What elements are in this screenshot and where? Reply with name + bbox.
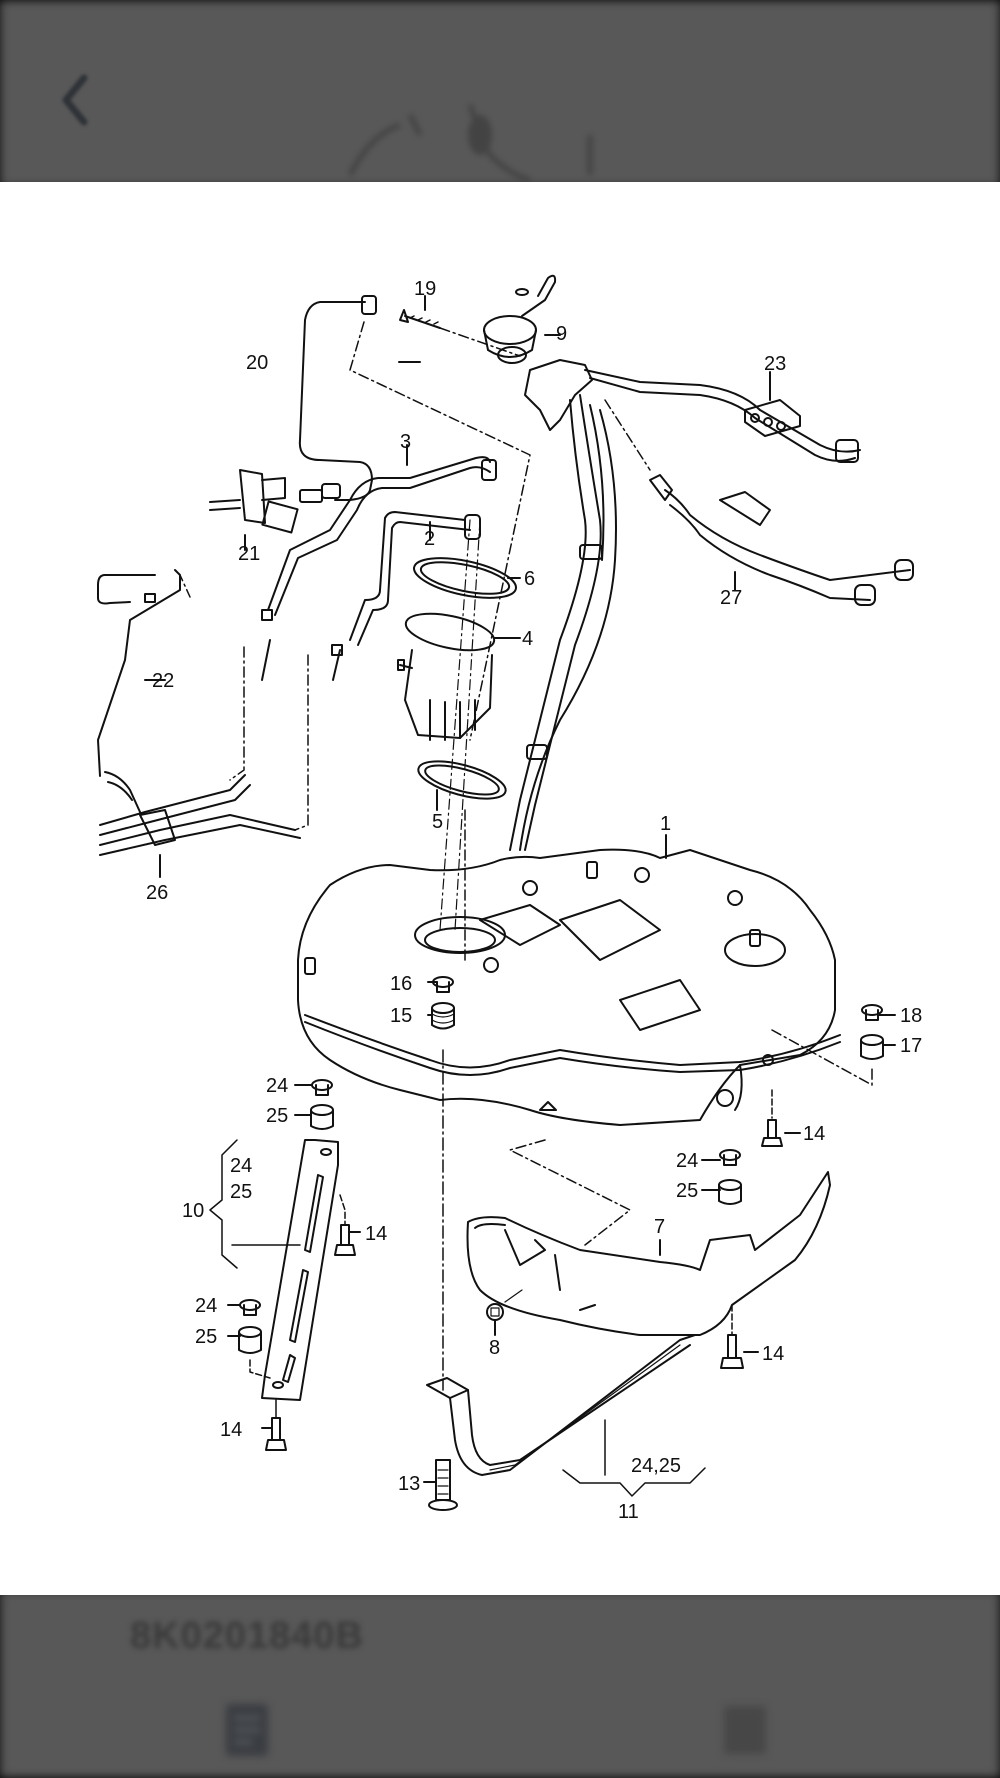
part-26-line-bundle — [99, 771, 301, 856]
part-21-filter — [209, 469, 323, 534]
part-14-bolt-bottom — [265, 1399, 287, 1451]
label-part-9[interactable]: 9 — [556, 323, 567, 345]
cart-icon — [724, 1706, 766, 1754]
label-part-24-25[interactable]: 24,25 — [631, 1455, 681, 1477]
parts-diagram: 19 9 20 23 3 2 21 6 27 4 22 5 1 26 16 15… — [0, 182, 1000, 1595]
label-part-25-b[interactable]: 25 — [230, 1181, 252, 1203]
part-6-ring — [413, 557, 517, 599]
back-button[interactable] — [52, 70, 102, 130]
label-part-15[interactable]: 15 — [390, 1005, 412, 1027]
label-part-6[interactable]: 6 — [524, 568, 535, 590]
label-part-14-d[interactable]: 14 — [220, 1419, 242, 1441]
label-part-25-c[interactable]: 25 — [676, 1180, 698, 1202]
label-part-26[interactable]: 26 — [146, 882, 168, 904]
label-part-24-c[interactable]: 24 — [676, 1150, 698, 1172]
part-8-nut — [486, 1303, 504, 1321]
part-3-line — [267, 456, 491, 611]
label-part-24-a[interactable]: 24 — [266, 1075, 288, 1097]
part-number: 8K0201840B — [130, 1615, 364, 1657]
part-10-brace — [209, 1139, 238, 1269]
label-part-19[interactable]: 19 — [414, 278, 436, 300]
label-part-5[interactable]: 5 — [432, 811, 443, 833]
part-13-bolt — [428, 1459, 458, 1511]
label-part-27[interactable]: 27 — [720, 587, 742, 609]
part-27-filler-pipe — [649, 474, 914, 606]
part-15-bush — [431, 1002, 455, 1014]
cart-button[interactable] — [720, 1700, 770, 1760]
label-part-21[interactable]: 21 — [238, 543, 260, 565]
part-18-grommet — [861, 1004, 883, 1016]
label-part-16[interactable]: 16 — [390, 973, 412, 995]
label-part-18[interactable]: 18 — [900, 1005, 922, 1027]
bottom-overlay-bar: 8K0201840B — [0, 1595, 1000, 1778]
label-part-8[interactable]: 8 — [489, 1337, 500, 1359]
top-overlay-bar — [0, 0, 1000, 182]
document-button[interactable] — [222, 1700, 272, 1760]
label-part-17[interactable]: 17 — [900, 1035, 922, 1057]
label-part-14-b[interactable]: 14 — [365, 1223, 387, 1245]
label-part-11[interactable]: 11 — [618, 1501, 639, 1523]
label-part-23[interactable]: 23 — [764, 353, 786, 375]
label-part-2[interactable]: 2 — [424, 528, 435, 550]
label-part-7[interactable]: 7 — [654, 1216, 665, 1238]
part-4-fuel-pump — [397, 612, 496, 741]
diagram-thumbnail — [347, 104, 593, 182]
part-17-bush — [860, 1034, 884, 1046]
part-14-bolt-right-upper — [761, 1089, 783, 1147]
chevron-left-icon — [62, 74, 88, 126]
label-part-1[interactable]: 1 — [660, 813, 671, 835]
label-part-25-a[interactable]: 25 — [266, 1105, 288, 1127]
part-14-bolt-bracket — [334, 1194, 356, 1256]
part-11-brace — [562, 1467, 706, 1497]
label-part-14-c[interactable]: 14 — [762, 1343, 784, 1365]
label-part-10[interactable]: 10 — [182, 1200, 204, 1222]
label-part-24-b[interactable]: 24 — [230, 1155, 252, 1177]
document-icon — [226, 1704, 268, 1756]
part-2-line — [349, 511, 471, 646]
filler-neck-housing — [509, 359, 861, 851]
label-part-4[interactable]: 4 — [522, 628, 533, 650]
fuel-tank-exploded-view: 19 9 20 23 3 2 21 6 27 4 22 5 1 26 16 15… — [97, 274, 922, 1523]
part-10-bracket — [261, 1139, 339, 1401]
part-20-connector — [361, 295, 377, 315]
label-part-14-a[interactable]: 14 — [803, 1123, 825, 1145]
label-part-25-d[interactable]: 25 — [195, 1326, 217, 1348]
part-9-valve — [483, 274, 557, 364]
part-23-clip — [744, 399, 801, 437]
label-part-13[interactable]: 13 — [398, 1473, 420, 1495]
label-part-22[interactable]: 22 — [152, 670, 174, 692]
label-part-24-d[interactable]: 24 — [195, 1295, 217, 1317]
label-part-3[interactable]: 3 — [400, 431, 411, 453]
part-14-bolt-right-lower — [720, 1304, 744, 1369]
part-1-fuel-tank — [297, 848, 841, 1126]
part-5-seal — [417, 760, 507, 800]
label-part-20[interactable]: 20 — [246, 352, 268, 374]
part-7-heat-shield — [466, 1171, 831, 1336]
part-11-strap — [426, 1334, 696, 1476]
